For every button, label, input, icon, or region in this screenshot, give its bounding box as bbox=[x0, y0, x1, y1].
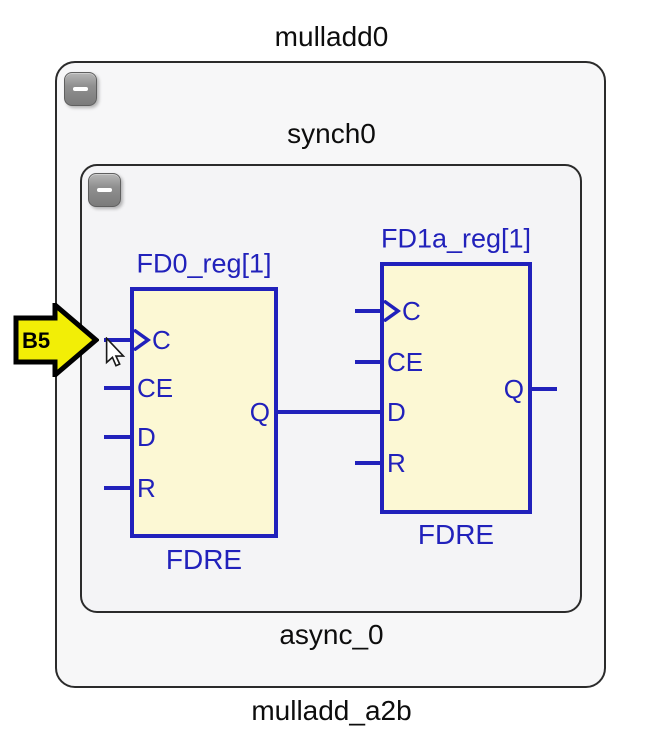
pin-stub-ce[interactable] bbox=[355, 360, 381, 364]
cell-name-label: FD1a_reg[1] bbox=[380, 223, 532, 254]
minus-icon bbox=[97, 188, 112, 192]
outer-collapse-button[interactable] bbox=[64, 72, 97, 106]
outer-module-label: mulladd_a2b bbox=[251, 695, 412, 726]
clock-edge-icon bbox=[133, 329, 151, 351]
pin-label-c[interactable]: C bbox=[152, 325, 171, 355]
pin-stub-d[interactable] bbox=[104, 435, 131, 439]
minus-icon bbox=[73, 87, 88, 91]
inner-collapse-button[interactable] bbox=[88, 173, 121, 207]
pin-stub-c[interactable] bbox=[355, 309, 381, 313]
pin-stub-ce[interactable] bbox=[104, 386, 131, 390]
clock-edge-icon bbox=[383, 300, 401, 322]
inner-module-label: async_0 bbox=[279, 619, 384, 650]
cell-fd0-box[interactable] bbox=[130, 287, 278, 538]
pin-label-d[interactable]: D bbox=[137, 422, 156, 452]
pin-label-q[interactable]: Q bbox=[503, 374, 524, 404]
cell-fd1a-box[interactable] bbox=[380, 262, 532, 514]
pin-label-d[interactable]: D bbox=[387, 397, 406, 427]
pin-label-r[interactable]: R bbox=[137, 473, 156, 503]
cell-name-label: FD0_reg[1] bbox=[136, 248, 272, 279]
pin-label-q[interactable]: Q bbox=[249, 397, 270, 427]
inner-instance-label: synch0 bbox=[287, 118, 376, 149]
net-marker-b5-label: B5 bbox=[22, 328, 50, 353]
cell-type-label: FDRE bbox=[417, 519, 495, 550]
net-wire-q-to-d[interactable] bbox=[276, 410, 382, 414]
cell-type-label: FDRE bbox=[165, 544, 243, 575]
pin-stub-c[interactable] bbox=[104, 338, 131, 342]
pin-label-ce[interactable]: CE bbox=[387, 347, 424, 377]
net-marker-b5-arrow: B5 bbox=[13, 303, 99, 377]
pin-stub-r[interactable] bbox=[104, 486, 131, 490]
pin-stub-r[interactable] bbox=[355, 461, 381, 465]
pin-stub-q[interactable] bbox=[532, 387, 557, 391]
mouse-cursor-icon bbox=[105, 337, 126, 367]
pin-label-c[interactable]: C bbox=[402, 296, 421, 326]
outer-instance-label: mulladd0 bbox=[274, 21, 389, 52]
pin-label-r[interactable]: R bbox=[387, 448, 406, 478]
pin-label-ce[interactable]: CE bbox=[137, 373, 174, 403]
